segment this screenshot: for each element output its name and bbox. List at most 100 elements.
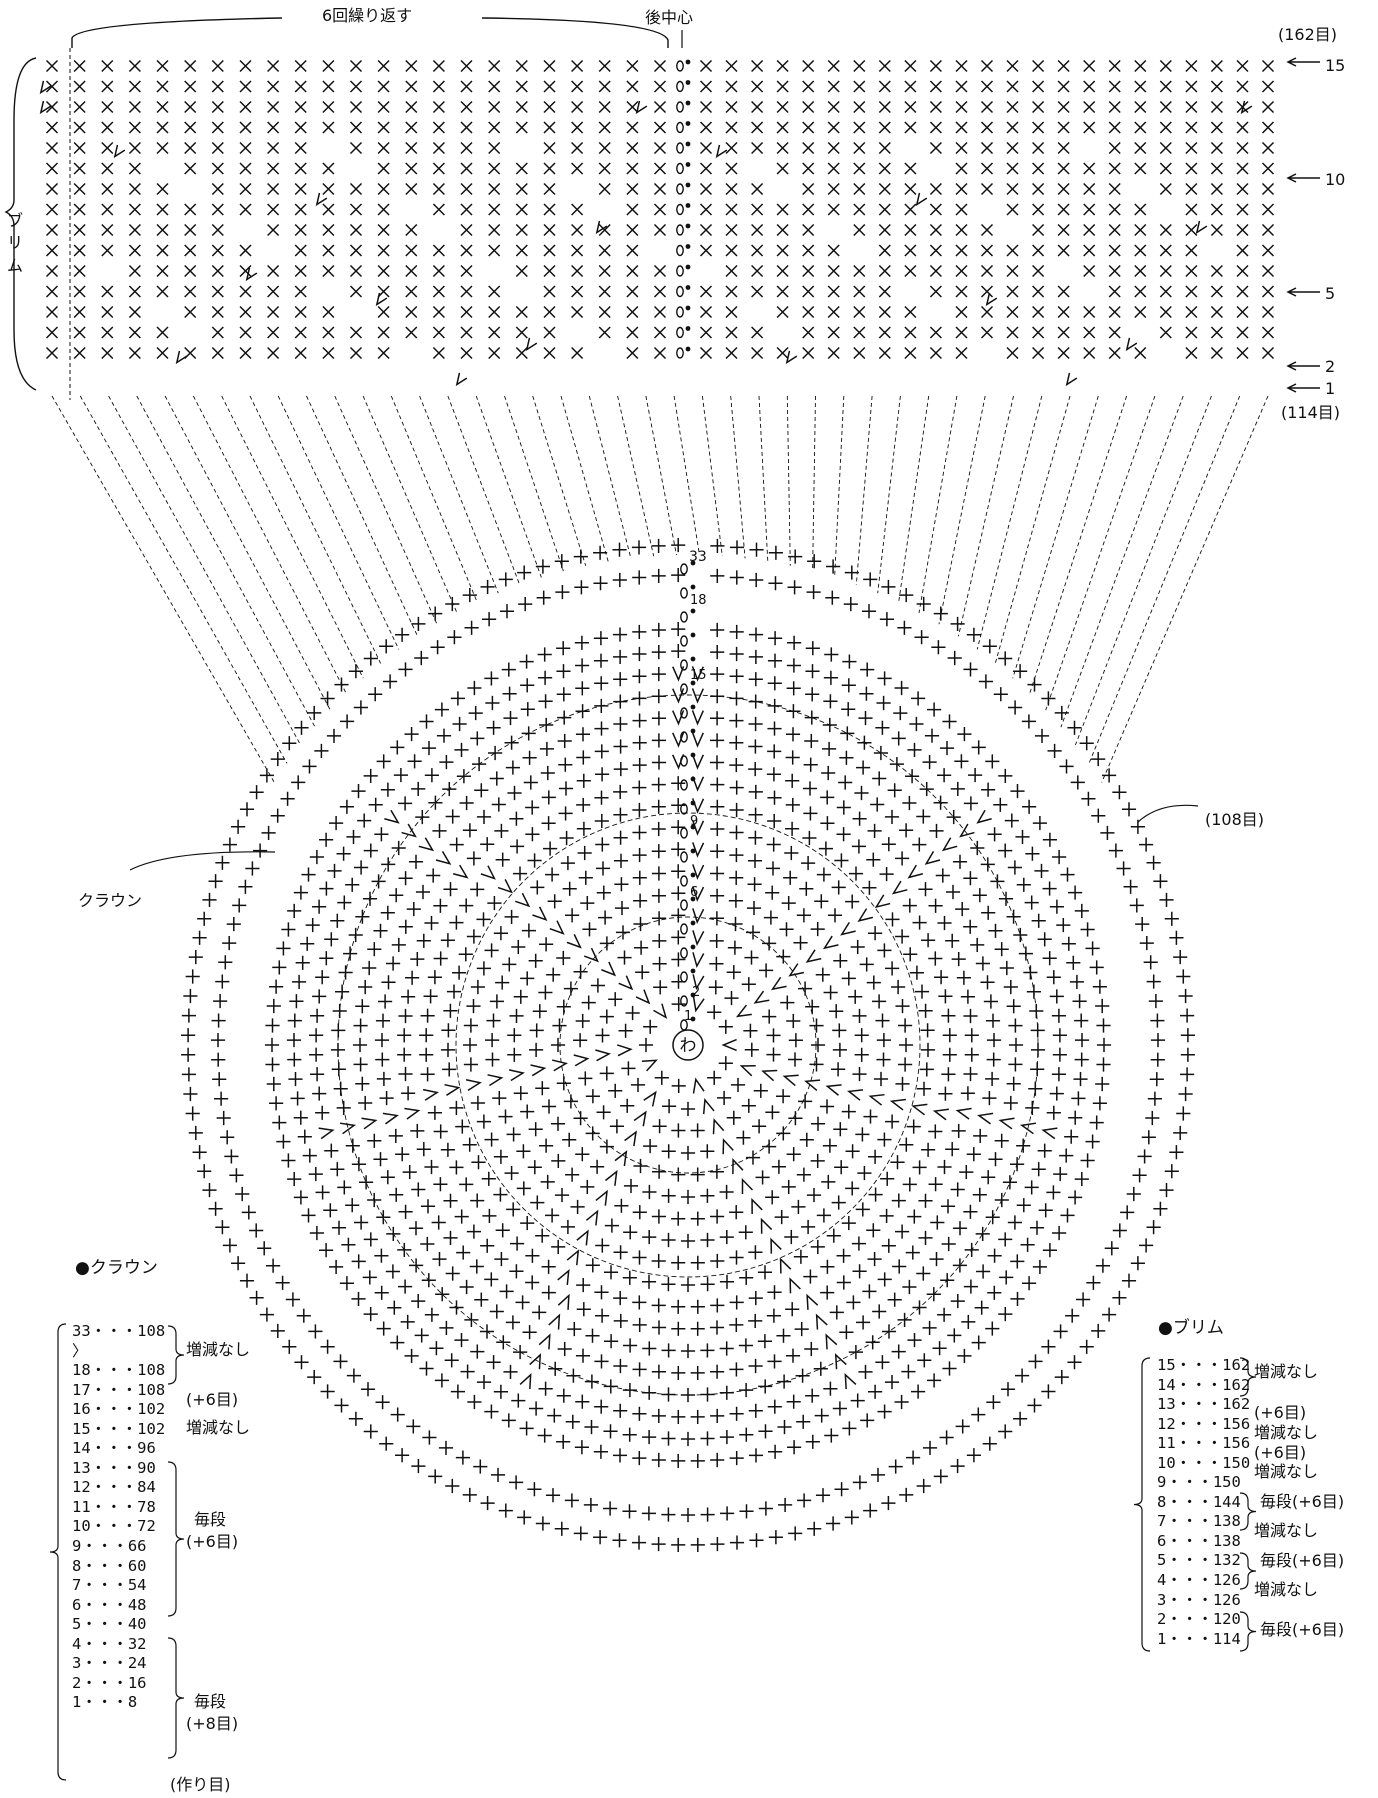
crown-stitch bbox=[613, 1403, 628, 1418]
crown-stitch bbox=[617, 950, 632, 965]
crown-stitch bbox=[806, 1188, 822, 1203]
brim-stitch bbox=[543, 141, 556, 155]
crown-stitch bbox=[1042, 881, 1057, 896]
crown-stitch bbox=[862, 1284, 877, 1299]
crown-stitch bbox=[276, 941, 291, 956]
crown-stitch bbox=[489, 994, 504, 1009]
brim-stitch bbox=[653, 100, 667, 114]
brim-stitch bbox=[1185, 182, 1198, 196]
crown-stitch bbox=[881, 579, 896, 594]
crown-stitch bbox=[843, 597, 858, 612]
crown-stitch bbox=[1121, 1273, 1137, 1288]
brim-side-label: ブリム bbox=[6, 211, 23, 275]
crown-stitch bbox=[926, 1287, 941, 1302]
crown-stitch bbox=[558, 806, 573, 821]
crown-stitch bbox=[747, 853, 763, 868]
brim-stitch bbox=[101, 100, 114, 114]
crown-increase bbox=[672, 710, 685, 726]
crown-stitch bbox=[474, 1292, 489, 1307]
crown-stitch bbox=[312, 989, 327, 1004]
brim-stitch bbox=[955, 285, 968, 298]
crown-stitch bbox=[902, 795, 917, 811]
crown-stitch bbox=[918, 1230, 933, 1245]
guide-line bbox=[1060, 395, 1184, 728]
crown-stitch bbox=[1024, 1180, 1039, 1195]
crown-stitch bbox=[796, 908, 811, 923]
brim-increase bbox=[785, 350, 798, 365]
brim-stitch bbox=[1108, 285, 1121, 298]
crown-stitch bbox=[898, 1018, 913, 1033]
crown-stitch bbox=[690, 1365, 705, 1380]
brim-stitch bbox=[878, 305, 891, 319]
crown-stitch bbox=[332, 1003, 347, 1019]
crown-stitch bbox=[921, 933, 936, 948]
crown-stitch bbox=[895, 851, 910, 866]
crown-stitch bbox=[738, 1225, 753, 1240]
brim-note-r15-14: 増減なし bbox=[1254, 1362, 1319, 1381]
crown-slip-stitch bbox=[690, 992, 696, 998]
crown-stitch bbox=[1132, 1168, 1147, 1183]
crown-stitch bbox=[709, 1320, 725, 1335]
brim-stitch bbox=[1108, 346, 1121, 360]
crown-stitch bbox=[1052, 1225, 1067, 1241]
brim-legend-row: 4・・・126 bbox=[1157, 1571, 1241, 1590]
brim-stitch bbox=[101, 59, 114, 73]
brim-stitch bbox=[1236, 203, 1249, 216]
back-center-chain bbox=[676, 183, 684, 195]
crown-legend-row: 16・・・102 bbox=[72, 1400, 166, 1419]
crown-stitch bbox=[567, 1322, 582, 1337]
crown-stitch bbox=[410, 1123, 425, 1138]
brim-stitch bbox=[1006, 203, 1019, 216]
brim-stitch bbox=[45, 203, 59, 216]
crown-stitch bbox=[603, 1501, 618, 1516]
crown-stitch bbox=[507, 1047, 522, 1062]
crown-stitch bbox=[710, 1364, 725, 1379]
crown-stitch bbox=[1016, 1198, 1031, 1213]
crown-stitch bbox=[554, 1521, 569, 1536]
brim-stitch bbox=[827, 244, 840, 257]
crown-stitch bbox=[527, 853, 542, 868]
crown-stitch bbox=[614, 877, 629, 892]
crown-stitch bbox=[333, 1354, 348, 1369]
crown-stitch bbox=[482, 1208, 497, 1223]
crown-stitch bbox=[595, 1238, 610, 1253]
crown-stitch bbox=[630, 1077, 646, 1092]
brim-stitch bbox=[1261, 80, 1275, 93]
crown-increase bbox=[614, 1150, 628, 1167]
crown-stitch bbox=[632, 691, 647, 706]
crown-stitch bbox=[388, 1128, 403, 1143]
crown-stitch bbox=[442, 782, 457, 797]
brim-stitch bbox=[294, 121, 307, 134]
crown-stitch bbox=[573, 549, 588, 564]
crown-stitch bbox=[585, 1258, 600, 1273]
repeat-label: 6回繰り返す bbox=[322, 6, 413, 25]
crown-stitch bbox=[1032, 816, 1047, 831]
crown-stitch bbox=[945, 933, 960, 948]
crown-stitch bbox=[937, 915, 952, 931]
guide-line bbox=[786, 395, 791, 566]
brim-stitch bbox=[955, 305, 968, 319]
crown-stitch bbox=[585, 1126, 600, 1141]
brim-stitch bbox=[980, 305, 994, 319]
brim-stitch bbox=[101, 80, 114, 93]
crown-slip-stitch bbox=[690, 632, 696, 638]
brim-stitch bbox=[878, 121, 891, 134]
crown-increase bbox=[977, 1112, 994, 1125]
crown-stitch bbox=[748, 762, 763, 777]
brim-stitch bbox=[101, 305, 114, 319]
crown-stitch bbox=[729, 713, 744, 728]
crown-stitch bbox=[551, 1153, 566, 1168]
brim-stitch bbox=[1032, 285, 1045, 298]
crown-stitch bbox=[994, 942, 1009, 957]
crown-stitch bbox=[982, 1436, 997, 1451]
crown-stitch bbox=[879, 867, 894, 882]
crown-stitch bbox=[1006, 1076, 1021, 1091]
crown-stitch bbox=[519, 1421, 534, 1436]
back-center-slip-stitch bbox=[685, 59, 691, 65]
crown-stitch bbox=[887, 783, 902, 798]
crown-stitch bbox=[994, 1192, 1009, 1208]
crown-stitch bbox=[758, 1379, 773, 1394]
crown-stitch bbox=[1000, 1382, 1016, 1397]
crown-stitch bbox=[671, 644, 686, 659]
row-arrow bbox=[1286, 173, 1320, 183]
